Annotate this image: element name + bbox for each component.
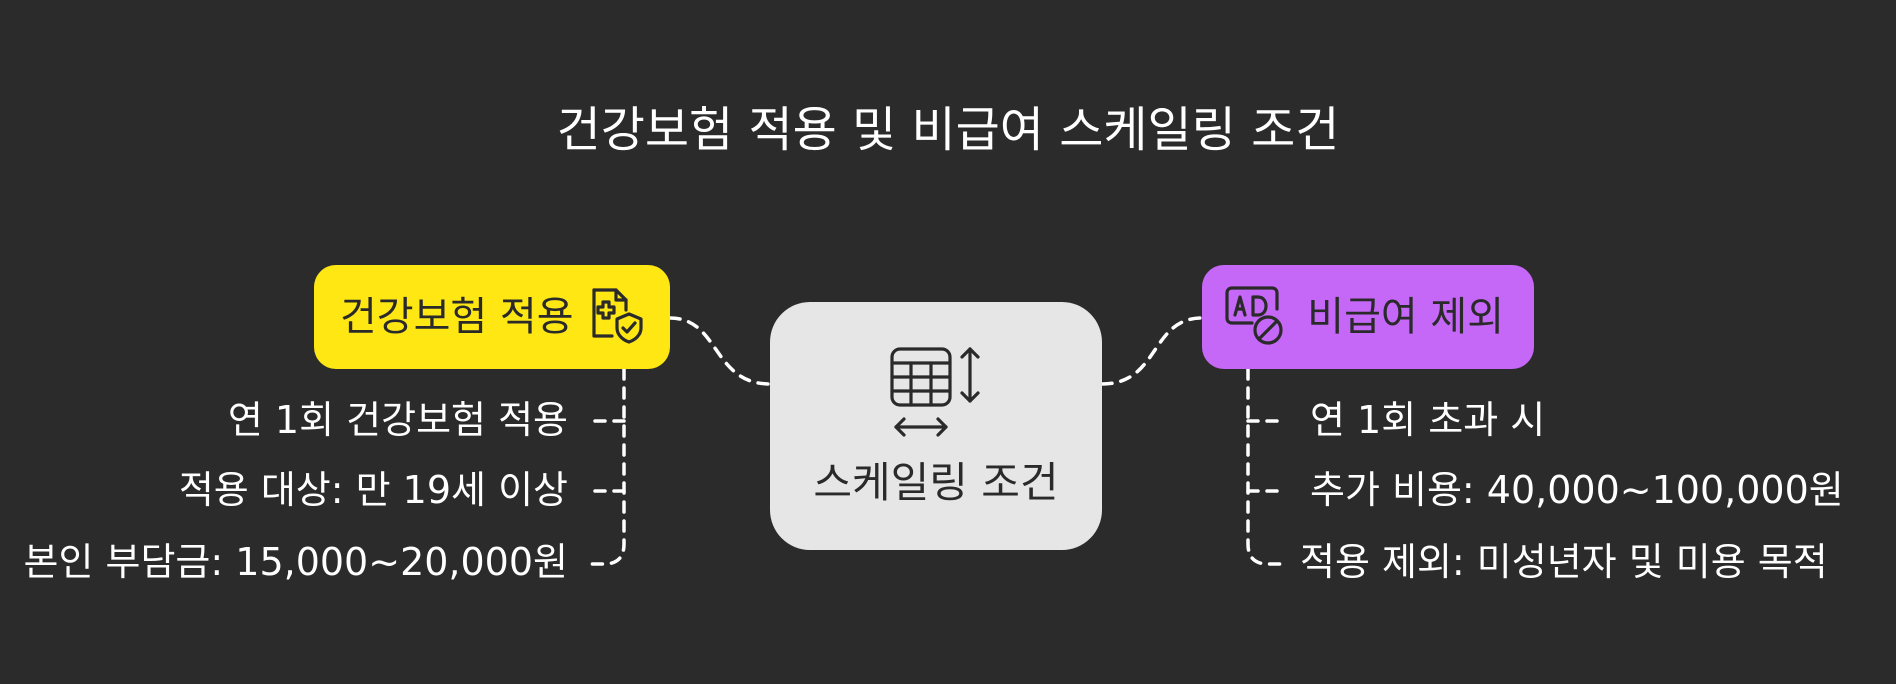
left-item-1: 연 1회 건강보험 적용: [227, 398, 568, 442]
right-item-2: 추가 비용: 40,000~100,000원: [1310, 468, 1844, 512]
scaling-condition-label: 스케일링 조건: [813, 458, 1059, 507]
table-resize-icon: [886, 343, 986, 443]
right-item-1: 연 1회 초과 시: [1310, 398, 1546, 442]
connector-right-center: [1100, 316, 1204, 386]
left-spine: [582, 367, 626, 566]
scaling-condition-node: 스케일링 조건: [770, 302, 1102, 550]
health-insurance-node: 건강보험 적용: [314, 265, 670, 369]
right-item-3: 적용 제외: 미성년자 및 미용 목적: [1300, 540, 1828, 584]
connector-left-center: [668, 316, 772, 386]
non-covered-label: 비급여 제외: [1307, 294, 1504, 340]
non-covered-node: 비급여 제외: [1202, 265, 1534, 369]
left-item-2: 적용 대상: 만 19세 이상: [178, 468, 568, 512]
diagram-title: 건강보험 적용 및 비급여 스케일링 조건: [556, 102, 1340, 158]
medical-document-shield-icon: [586, 284, 648, 350]
health-insurance-label: 건강보험 적용: [340, 294, 574, 340]
right-spine: [1246, 367, 1288, 566]
left-item-3: 본인 부담금: 15,000~20,000원: [23, 540, 569, 584]
ad-blocked-icon: [1222, 283, 1286, 351]
